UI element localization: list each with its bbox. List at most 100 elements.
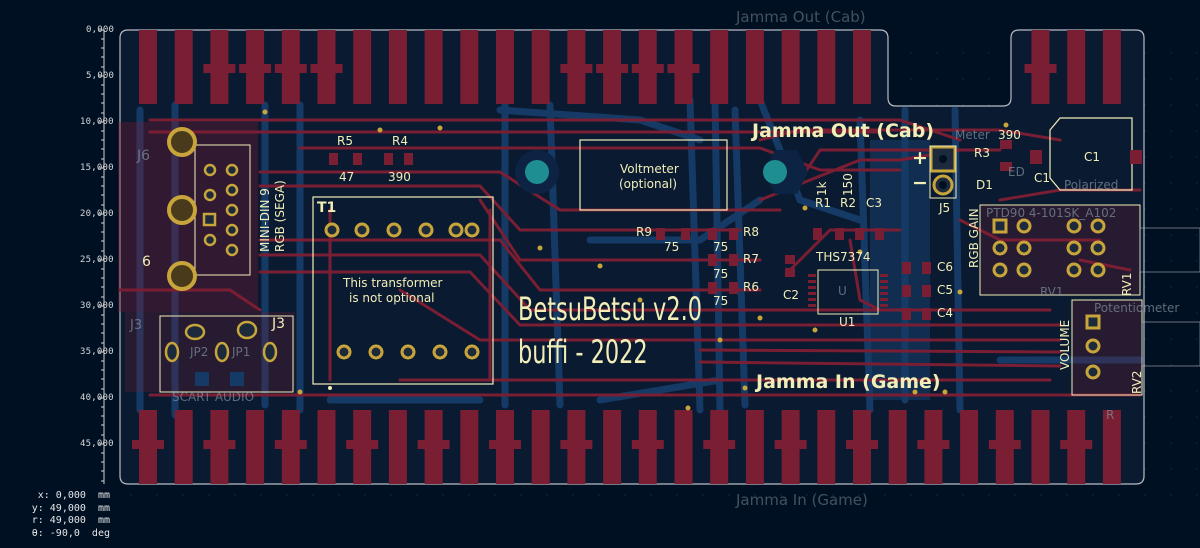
- jamma-finger-bridge: [1060, 440, 1093, 449]
- jamma-finger: [424, 30, 443, 104]
- jamma-finger: [496, 30, 514, 104]
- jamma-finger: [388, 410, 407, 484]
- jamma-finger: [781, 30, 800, 104]
- ref-d1: D1: [976, 178, 993, 192]
- ref-t1: T1: [317, 200, 337, 216]
- jamma-finger-bridge: [417, 440, 450, 449]
- jamma-finger: [960, 410, 979, 484]
- ruler-ticks: [98, 29, 105, 484]
- value-r4: 390: [388, 170, 411, 184]
- jamma-finger: [853, 30, 871, 104]
- ref-u1: U1: [839, 315, 856, 329]
- transformer-t1: [312, 196, 494, 390]
- label-optional: (optional): [619, 177, 677, 191]
- mounting-hole: [763, 150, 808, 194]
- ref-j5: J5: [939, 201, 951, 215]
- coord-theta: θ: -90,0 deg: [31, 527, 110, 539]
- value-r5: 47: [339, 170, 355, 184]
- jamma-finger: [745, 30, 764, 104]
- jamma-finger-bridge: [274, 64, 307, 73]
- vias: [262, 109, 1009, 411]
- jamma-finger: [745, 410, 764, 484]
- jamma-finger: [174, 30, 193, 104]
- jamma-finger-bridge: [310, 64, 343, 73]
- jamma-finger-bridge: [596, 64, 629, 73]
- back-copper-zone: [870, 140, 930, 400]
- jamma-finger-bridge: [667, 64, 700, 73]
- mounting-hole: [515, 150, 559, 194]
- ruler-label: 0,000: [86, 25, 115, 35]
- jamma-finger: [531, 410, 550, 484]
- coord-x: x: 0,000 mm: [37, 490, 110, 501]
- ref-c2: C2: [783, 288, 800, 302]
- ref-r9: R9: [636, 225, 652, 239]
- jamma-finger-bridge: [560, 440, 593, 449]
- ref-c5: C5: [937, 283, 954, 297]
- jamma-finger-bridge: [774, 440, 807, 449]
- fab-potentiometer: Potentiometer: [1094, 301, 1180, 315]
- fab-rv2: R: [1106, 408, 1115, 422]
- jamma-finger: [388, 30, 407, 104]
- ref-r7: R7: [743, 252, 759, 266]
- ref-j3: J3: [272, 316, 286, 332]
- label-mini-din: MINI-DIN 9: [258, 188, 272, 252]
- label-jamma-in: Jamma In (Game): [756, 371, 941, 393]
- jamma-finger: [460, 30, 479, 104]
- jamma-finger-bridge: [631, 440, 664, 449]
- edge-label-top: Jamma Out (Cab): [736, 8, 866, 26]
- jamma-finger-bridge: [203, 440, 236, 449]
- jamma-finger-bridge: [1024, 64, 1057, 73]
- jamma-finger: [353, 30, 372, 104]
- ref-c3: C3: [866, 196, 883, 210]
- jamma-fingers-bottom: [132, 410, 1121, 484]
- value-r1: 1k: [815, 181, 829, 196]
- potentiometer-rv1: [979, 204, 1200, 296]
- value-r7: 75: [713, 267, 729, 281]
- ruler-label: 25,000: [80, 255, 114, 265]
- jamma-finger: [139, 30, 157, 104]
- edge-label-bottom: Jamma In (Game): [736, 491, 868, 509]
- jamma-finger: [531, 30, 550, 104]
- jamma-finger: [317, 410, 336, 484]
- ruler-label: 40,000: [80, 393, 114, 403]
- ref-c6: C6: [937, 260, 954, 274]
- fab-ref-jp1: JP1: [232, 345, 251, 359]
- label-jamma-out: Jamma Out (Cab): [752, 120, 935, 142]
- fab-meter: Meter: [955, 128, 990, 142]
- coord-r: r: 49,000 mm: [31, 515, 110, 526]
- voltmeter-outline: [579, 139, 728, 211]
- jamma-finger: [246, 410, 265, 484]
- fab-u2: U: [838, 284, 847, 298]
- capacitor-c1: [1030, 117, 1142, 191]
- label-transformer-line1: This transformer: [343, 276, 443, 290]
- jamma-finger: [603, 410, 622, 484]
- fab-scart-audio: SCART AUDIO: [172, 390, 255, 404]
- ruler-label: 45,000: [80, 439, 114, 449]
- mini-din-connector: [118, 122, 258, 312]
- jamma-finger-bridge: [132, 440, 164, 449]
- jamma-finger-bridge: [631, 64, 664, 73]
- ref-c4: C4: [937, 306, 954, 320]
- label-volume: VOLUME: [1058, 319, 1072, 370]
- ic-part-label: THS7374: [816, 250, 871, 264]
- ref-c1-fab: C1: [1084, 150, 1101, 164]
- jamma-finger-bridge: [560, 64, 593, 73]
- ruler-label: 20,000: [80, 209, 114, 219]
- jamma-finger-bridge: [274, 440, 307, 449]
- jamma-finger: [817, 30, 836, 104]
- ref-r5: R5: [337, 134, 353, 148]
- jamma-finger: [1102, 410, 1121, 484]
- board-title: BetsuBetsu v2.0: [518, 290, 703, 328]
- jamma-finger-bridge: [846, 440, 878, 449]
- smd-resistors: [329, 140, 1012, 320]
- jamma-finger-bridge: [917, 440, 950, 449]
- label-rgb-sega: RGB (SEGA): [273, 180, 287, 252]
- value-r6: 75: [713, 294, 729, 308]
- jamma-finger: [1031, 410, 1050, 484]
- ruler-label: 15,000: [80, 163, 114, 173]
- ref-r6: R6: [743, 280, 759, 294]
- header-j5: [929, 145, 957, 199]
- audio-connector-j3: [125, 312, 295, 393]
